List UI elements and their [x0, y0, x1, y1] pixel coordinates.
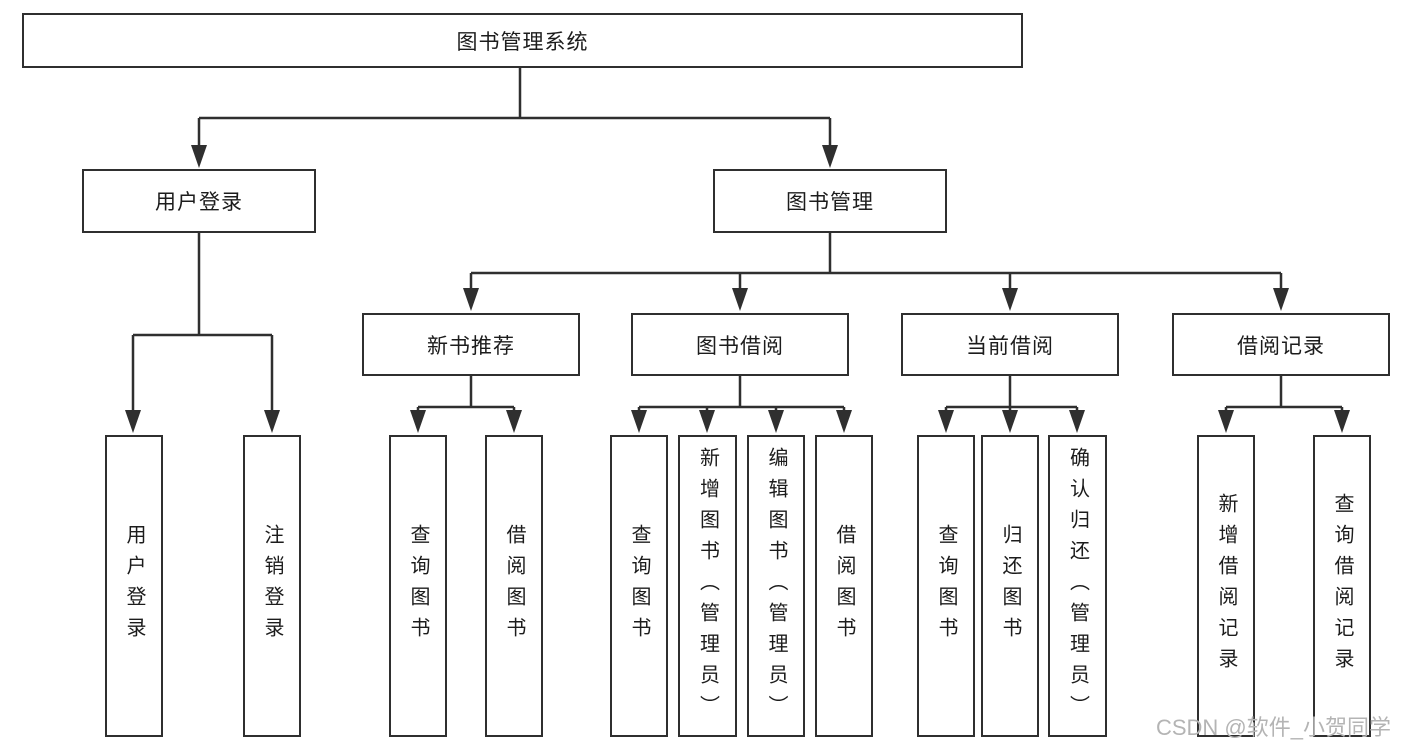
leaf-add-book-admin-label: 新增图书（管理员）	[696, 446, 719, 726]
leaf-query-book-current: 查询图书	[917, 435, 975, 737]
node-borrow-records: 借阅记录	[1172, 313, 1390, 376]
leaf-edit-book-admin: 编辑图书（管理员）	[747, 435, 805, 737]
leaf-query-book-recommend-label: 查询图书	[407, 524, 429, 648]
leaf-add-book-admin: 新增图书（管理员）	[678, 435, 737, 737]
leaf-query-book-borrow-label: 查询图书	[628, 524, 650, 648]
node-borrow-records-label: 借阅记录	[1237, 334, 1325, 358]
leaf-query-book-current-label: 查询图书	[935, 524, 957, 648]
leaf-query-borrow-record-label: 查询借阅记录	[1331, 493, 1353, 679]
node-new-book-recommend: 新书推荐	[362, 313, 580, 376]
leaf-borrow-book-recommend-label: 借阅图书	[503, 524, 525, 648]
leaf-confirm-return-admin-label: 确认归还（管理员）	[1066, 446, 1089, 726]
leaf-add-borrow-record: 新增借阅记录	[1197, 435, 1255, 737]
node-current-borrow: 当前借阅	[901, 313, 1119, 376]
node-new-book-recommend-label: 新书推荐	[427, 334, 515, 358]
leaf-query-book-recommend: 查询图书	[389, 435, 447, 737]
node-book-management: 图书管理	[713, 169, 947, 233]
csdn-watermark: CSDN @软件_小贺同学	[1155, 715, 1391, 740]
leaf-borrow-book-label: 借阅图书	[833, 524, 855, 648]
leaf-return-book: 归还图书	[981, 435, 1039, 737]
leaf-logout-login: 注销登录	[243, 435, 301, 737]
leaf-query-book-borrow: 查询图书	[610, 435, 668, 737]
leaf-user-login: 用户登录	[105, 435, 163, 737]
leaf-borrow-book: 借阅图书	[815, 435, 873, 737]
node-user-login-label: 用户登录	[155, 191, 243, 214]
node-book-management-label: 图书管理	[786, 191, 874, 214]
node-root-system: 图书管理系统	[22, 13, 1023, 68]
leaf-add-borrow-record-label: 新增借阅记录	[1215, 493, 1237, 679]
leaf-return-book-label: 归还图书	[999, 524, 1021, 648]
leaf-edit-book-admin-label: 编辑图书（管理员）	[765, 446, 787, 726]
leaf-user-login-label: 用户登录	[123, 524, 145, 648]
leaf-borrow-book-recommend: 借阅图书	[485, 435, 543, 737]
node-current-borrow-label: 当前借阅	[966, 334, 1054, 358]
node-book-borrow-label: 图书借阅	[696, 334, 784, 358]
leaf-confirm-return-admin: 确认归还（管理员）	[1048, 435, 1107, 737]
node-root-label: 图书管理系统	[456, 30, 589, 54]
node-user-login: 用户登录	[82, 169, 316, 233]
node-book-borrow: 图书借阅	[631, 313, 849, 376]
leaf-logout-login-label: 注销登录	[261, 524, 283, 648]
leaf-query-borrow-record: 查询借阅记录	[1313, 435, 1371, 737]
arrowheads	[125, 145, 1350, 433]
